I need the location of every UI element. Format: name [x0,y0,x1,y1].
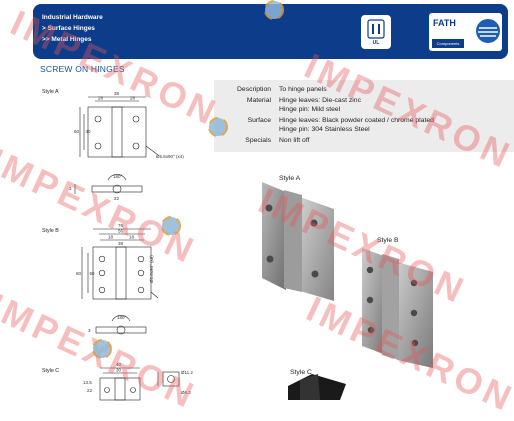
drawing-label-style-c: Style C [42,368,60,374]
spec-value: Hinge leaves: Die-cast zinc [279,97,361,104]
breadcrumb-subcategory: > Surface Hinges [42,25,95,32]
dim-a-1: 28 [98,96,104,101]
certification-icon: UL [361,15,391,49]
hinge-photo-style-a [262,182,334,301]
dim-c-2: 22 [87,388,93,393]
spec-value: Hinge pin: 304 Stainless Steel [279,125,370,133]
spec-value: Non lift off [279,137,310,144]
photo-label-style-a: Style A [279,175,301,182]
hinge-photo-style-c [288,374,346,400]
dim-a-5: Ø5.6x90° (x4) [156,154,184,159]
dim-a-4: 40 [86,129,92,134]
dim-b-0: 76 [118,223,124,228]
dim-c-0: 40 [116,362,122,367]
spec-label: Material [246,97,271,104]
dim-b-5: 60 [76,271,82,276]
dim-b-1: 56 [118,229,124,234]
dim-a-3: 60 [74,129,80,134]
drawing-style-b: 76 56 18 18 38 60 50 Ø5.6x90° (x6) 180° … [76,223,159,335]
dim-c-5: Ø6.3 [181,390,191,395]
spec-label: Specials [245,137,271,144]
spec-table: Description To hinge panels Material Hin… [214,80,514,152]
section-title: SCREW ON HINGES [40,64,125,74]
dim-b-4: 38 [118,241,124,246]
breadcrumb-product: >> Metal Hinges [42,36,92,43]
photo-label-style-c: Style C [290,369,312,376]
drawing-label-style-b: Style B [42,228,59,234]
dim-b-9: 3 [88,328,91,333]
dim-b-8: 180° [117,315,127,320]
cert-mark-label: UL [372,40,380,46]
dim-a-7: 3 [69,186,72,191]
brand-name: FATH [433,18,456,28]
spec-value: Hinge leaves: Black powder coated / chro… [279,117,434,124]
drawing-label-style-a: Style A [42,89,59,95]
watermark-globe-icon [92,0,284,359]
brand-logo: FATH Components [429,13,502,51]
spec-value: Hinge pin: Mild steel [279,105,341,113]
dim-a-0: 38 [114,91,120,96]
dim-c-1: 30 [116,368,122,373]
dim-b-7: Ø5.6x90° (x6) [149,255,154,283]
dim-c-3: 13.5 [83,380,92,385]
dim-a-2: 28 [130,96,136,101]
dim-b-2: 18 [108,235,114,240]
drawing-style-a: 38 28 28 60 40 Ø5.6x90° (x4) 180° 3 22 [69,91,184,201]
dim-c-4: Ø11.2 [181,370,193,375]
dim-a-8: 22 [114,196,120,201]
breadcrumb-category: Industrial Hardware [42,14,103,21]
globe-logo-icon [476,19,500,43]
hinge-photo-style-b [362,248,433,368]
brand-subtitle: Components [432,39,464,48]
spec-value: To hinge panels [279,86,327,93]
spec-label: Surface [247,117,271,124]
dim-b-3: 18 [129,235,135,240]
spec-label: Description [237,86,271,93]
dim-a-6: 180° [113,174,123,179]
dim-b-6: 50 [90,271,96,276]
photo-label-style-b: Style B [377,237,399,244]
